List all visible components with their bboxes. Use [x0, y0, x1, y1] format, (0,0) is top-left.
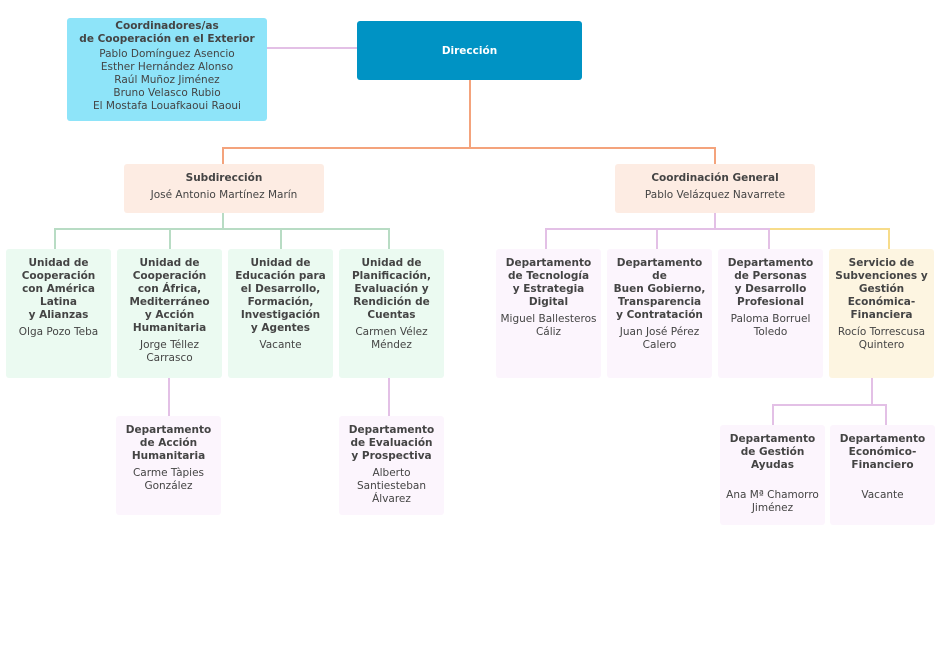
node-name: El Mostafa Louafkaoui Raoui	[93, 100, 241, 112]
node-unit-educacion[interactable]: Unidad de Educación para el Desarrollo, …	[228, 249, 333, 378]
node-direccion[interactable]: Dirección	[357, 21, 582, 80]
connector	[222, 213, 224, 229]
node-name: Miguel Ballesteros Cáliz	[500, 313, 597, 338]
connector	[267, 47, 357, 49]
node-name: Pablo Domínguez Asencio	[99, 48, 235, 60]
node-name: Paloma Borruel Toledo	[730, 313, 811, 338]
node-unit-america-latina[interactable]: Unidad de Cooperación con América Latina…	[6, 249, 111, 378]
connector	[885, 404, 887, 425]
node-title: Unidad de Planificación, Evaluación y Re…	[351, 257, 432, 321]
node-name: Esther Hernández Alonso	[100, 61, 234, 73]
node-dept-gestion-ayudas[interactable]: Departamento de Gestión Ayudas Ana Mª Ch…	[720, 425, 825, 525]
connector	[469, 80, 471, 148]
node-title: Departamento de Gestión Ayudas	[729, 433, 816, 471]
connector	[54, 228, 56, 249]
node-coordinacion-general[interactable]: Coordinación General Pablo Velázquez Nav…	[615, 164, 815, 213]
node-name: Juan José Pérez Calero	[619, 326, 700, 351]
node-title: Unidad de Cooperación con América Latina…	[21, 257, 96, 321]
node-title: Unidad de Educación para el Desarrollo, …	[235, 257, 326, 334]
connector	[656, 228, 658, 249]
node-name: Rocío Torrescusa Quintero	[837, 326, 926, 351]
node-title: Departamento de Tecnología y Estrategia …	[505, 257, 592, 308]
connector	[54, 228, 390, 230]
connector	[222, 147, 716, 149]
node-name: Bruno Velasco Rubio	[113, 87, 221, 99]
connector	[545, 228, 547, 249]
node-dept-tecnologia[interactable]: Departamento de Tecnología y Estrategia …	[496, 249, 601, 378]
connector	[769, 228, 890, 230]
connector	[388, 378, 390, 416]
connector	[280, 228, 282, 249]
node-unit-africa[interactable]: Unidad de Cooperación con África, Medite…	[117, 249, 222, 378]
node-title: Subdirección	[185, 172, 263, 184]
node-name: Vacante	[861, 489, 904, 501]
node-name: Ana Mª Chamorro Jiménez	[726, 489, 819, 514]
connector	[871, 378, 873, 405]
node-title: Departamento de Evaluación y Prospectiva	[348, 424, 435, 462]
node-title: Dirección	[441, 45, 498, 57]
node-title: Departamento de Acción Humanitaria	[125, 424, 212, 462]
node-name: Carmen Vélez Méndez	[355, 326, 428, 351]
node-unit-planificacion[interactable]: Unidad de Planificación, Evaluación y Re…	[339, 249, 444, 378]
connector	[169, 228, 171, 249]
connector	[772, 404, 887, 406]
node-name: Jorge Téllez Carrasco	[139, 339, 199, 364]
node-title: Departamento Económico- Financiero	[839, 433, 926, 471]
node-title: Unidad de Cooperación con África, Medite…	[129, 257, 210, 334]
node-servicio-subvenciones[interactable]: Servicio de Subvenciones y Gestión Econó…	[829, 249, 934, 378]
connector	[768, 228, 770, 249]
node-name: Carme Tàpies González	[132, 467, 205, 492]
node-title: Departamento de Buen Gobierno, Transpare…	[613, 257, 706, 321]
node-subdireccion[interactable]: Subdirección José Antonio Martínez Marín	[124, 164, 324, 213]
node-name: Alberto Santiesteban Álvarez	[356, 467, 427, 505]
connector	[388, 228, 390, 249]
node-name: Olga Pozo Teba	[18, 326, 99, 338]
node-dept-personas[interactable]: Departamento de Personas y Desarrollo Pr…	[718, 249, 823, 378]
node-dept-buen-gobierno[interactable]: Departamento de Buen Gobierno, Transpare…	[607, 249, 712, 378]
node-coordinadores-exterior[interactable]: Coordinadores/as de Cooperación en el Ex…	[67, 18, 267, 121]
connector	[222, 147, 224, 164]
connector	[772, 404, 774, 425]
node-name: Raúl Muñoz Jiménez	[114, 74, 220, 86]
connector	[168, 378, 170, 416]
node-title: Servicio de Subvenciones y Gestión Econó…	[835, 257, 928, 321]
node-dept-evaluacion[interactable]: Departamento de Evaluación y Prospectiva…	[339, 416, 444, 515]
node-name: José Antonio Martínez Marín	[150, 189, 298, 201]
node-title: Coordinación General	[651, 172, 779, 184]
node-name: Vacante	[259, 339, 302, 351]
connector	[714, 147, 716, 164]
node-title: Departamento de Personas y Desarrollo Pr…	[727, 257, 814, 308]
node-title: Coordinadores/as de Cooperación en el Ex…	[79, 20, 255, 45]
connector	[714, 213, 716, 229]
node-name: Pablo Velázquez Navarrete	[644, 189, 786, 201]
connector	[888, 228, 890, 249]
node-dept-economico-financiero[interactable]: Departamento Económico- Financiero Vacan…	[830, 425, 935, 525]
